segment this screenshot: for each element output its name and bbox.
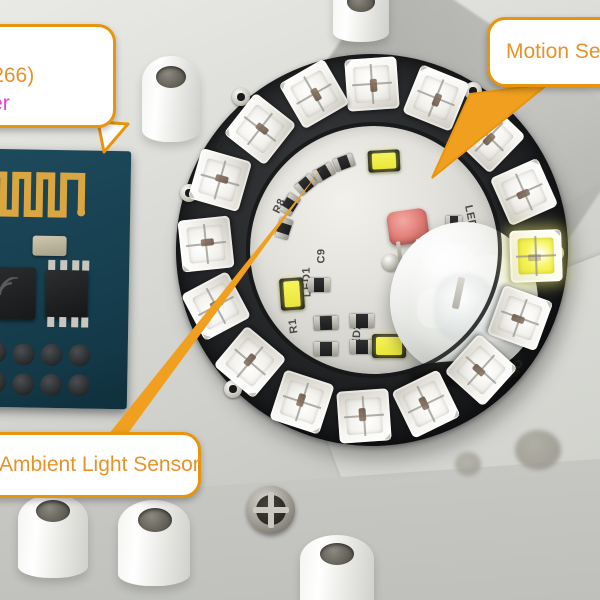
esp8266-chip [0, 266, 37, 320]
standoff-post-top [142, 56, 200, 142]
header-pins [0, 340, 128, 414]
indicator-led-left [278, 277, 306, 311]
solder-joint [446, 248, 460, 261]
standoff-post-bottom-center [118, 500, 190, 586]
ring-inner-disc: C5 R8 R4 C9 R1 LED1 LED2 LED3 [246, 122, 538, 383]
smd-component [274, 216, 294, 241]
crystal-oscillator [32, 235, 67, 257]
callout-line-3: web server [0, 91, 10, 115]
standoff-post-upper-right [333, 0, 389, 42]
smd-component [332, 152, 356, 173]
esp8266-module [0, 148, 132, 410]
smd-component [314, 342, 338, 356]
neopixel-13 [177, 215, 235, 273]
flash-memory-chip [45, 269, 89, 319]
smd-component [446, 286, 463, 310]
smd-component [350, 314, 374, 328]
ambient-light-sensor-callout-text: Ambient Light Sensor [0, 451, 216, 478]
silk-label-c9: C9 [315, 248, 328, 264]
callout-line-motion: Motion Se [506, 40, 600, 64]
motion-sensor-callout-text: Motion Se [490, 38, 600, 65]
wifi-microcontroller-callout-text: i enabled er (ESP8266) web server [0, 35, 50, 117]
standoff-post-bottom-left [18, 494, 88, 578]
smd-component [308, 278, 330, 292]
chip-pins-lower [45, 316, 89, 328]
solder-joint [382, 254, 400, 271]
background-blur-1 [515, 430, 561, 470]
wifi-microcontroller-callout[interactable]: i enabled er (ESP8266) web server [0, 24, 116, 128]
motion-sensor-callout[interactable]: Motion Se [487, 17, 600, 87]
neopixel-1 [344, 56, 400, 112]
ambient-light-sensor-component [385, 207, 431, 268]
indicator-led-right [446, 228, 470, 250]
silk-label-led3: LED3 [462, 204, 481, 236]
enclosure-screw [247, 486, 295, 534]
silk-label-led1: LED1 [300, 266, 314, 298]
silk-label-r4: R4 [300, 172, 320, 192]
silk-label-r8: R8 [270, 196, 289, 216]
indicator-led-top [367, 149, 401, 173]
callout-line-2: er (ESP8266) [0, 64, 35, 88]
smd-component [312, 161, 336, 184]
callout-line-1: i enabled [0, 35, 34, 62]
callout-line-ambient: Ambient Light Sensor [0, 453, 200, 477]
smd-component [446, 216, 463, 240]
smd-component [294, 173, 318, 196]
ambient-light-sensor-callout[interactable]: Ambient Light Sensor [0, 432, 201, 498]
neopixel-5-lit [509, 229, 563, 283]
silk-label-led2: LED2 [350, 322, 364, 354]
neopixel-9 [336, 388, 392, 444]
solder-joint [426, 278, 439, 290]
indicator-led-bottom [372, 334, 406, 358]
smd-component [350, 340, 374, 354]
standoff-post-bottom-right [300, 535, 374, 600]
smd-component [313, 315, 339, 331]
smd-component [279, 192, 301, 217]
silk-label-r1: R1 [286, 317, 301, 335]
chip-pins [46, 259, 90, 271]
silk-label-c5: C5 [273, 221, 290, 239]
solder-pad-top-left [232, 88, 250, 106]
background-blur-2 [455, 452, 481, 476]
neopixel-led-ring: C3 C1 IN OUT G G + C5 R8 R4 C9 R1 LED1 L… [162, 40, 582, 460]
pcb-antenna-icon [0, 171, 86, 231]
